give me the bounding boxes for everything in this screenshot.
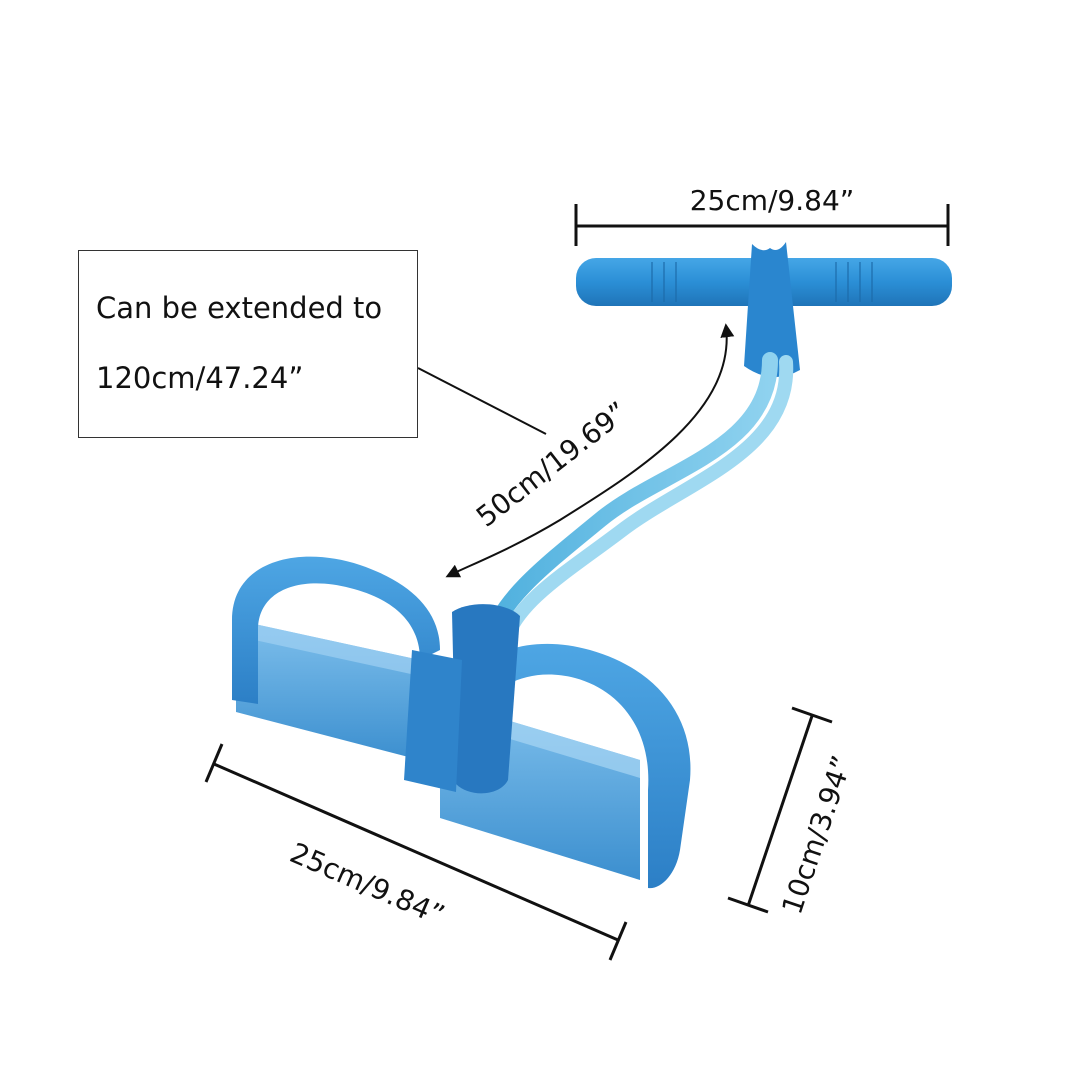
dimension-tick xyxy=(608,921,628,961)
handle-bar xyxy=(576,242,952,378)
left-foot-loop xyxy=(232,556,440,704)
dimension-line xyxy=(213,762,619,942)
pedal-height-label: 10cm/3.94” xyxy=(775,752,859,919)
band-back xyxy=(499,355,794,647)
band-length-arrow xyxy=(445,323,735,578)
extension-callout-box: Can be extended to 120cm/47.24” xyxy=(78,250,418,438)
dimension-tick xyxy=(727,896,769,914)
dimension-line xyxy=(746,715,814,907)
pedal-height-dimension: 10cm/3.94” xyxy=(727,706,859,919)
callout-leader-line xyxy=(417,367,547,435)
elastic-bands xyxy=(482,352,794,648)
handle-width-label: 25cm/9.84” xyxy=(690,184,855,217)
callout-line-2: 120cm/47.24” xyxy=(96,361,304,395)
center-sleeve xyxy=(452,604,520,794)
callout-line-1: Can be extended to xyxy=(96,291,383,325)
right-foot-loop xyxy=(454,643,691,889)
pedal-width-label: 25cm/9.84” xyxy=(285,836,449,932)
dimension-tick xyxy=(791,706,833,724)
handle-ridges xyxy=(651,262,873,302)
center-block xyxy=(404,650,462,792)
dimension-tick xyxy=(204,743,224,783)
handle-width-dimension: 25cm/9.84” xyxy=(574,184,950,246)
pedal-base xyxy=(232,556,691,889)
handle-sleeve xyxy=(744,242,800,378)
